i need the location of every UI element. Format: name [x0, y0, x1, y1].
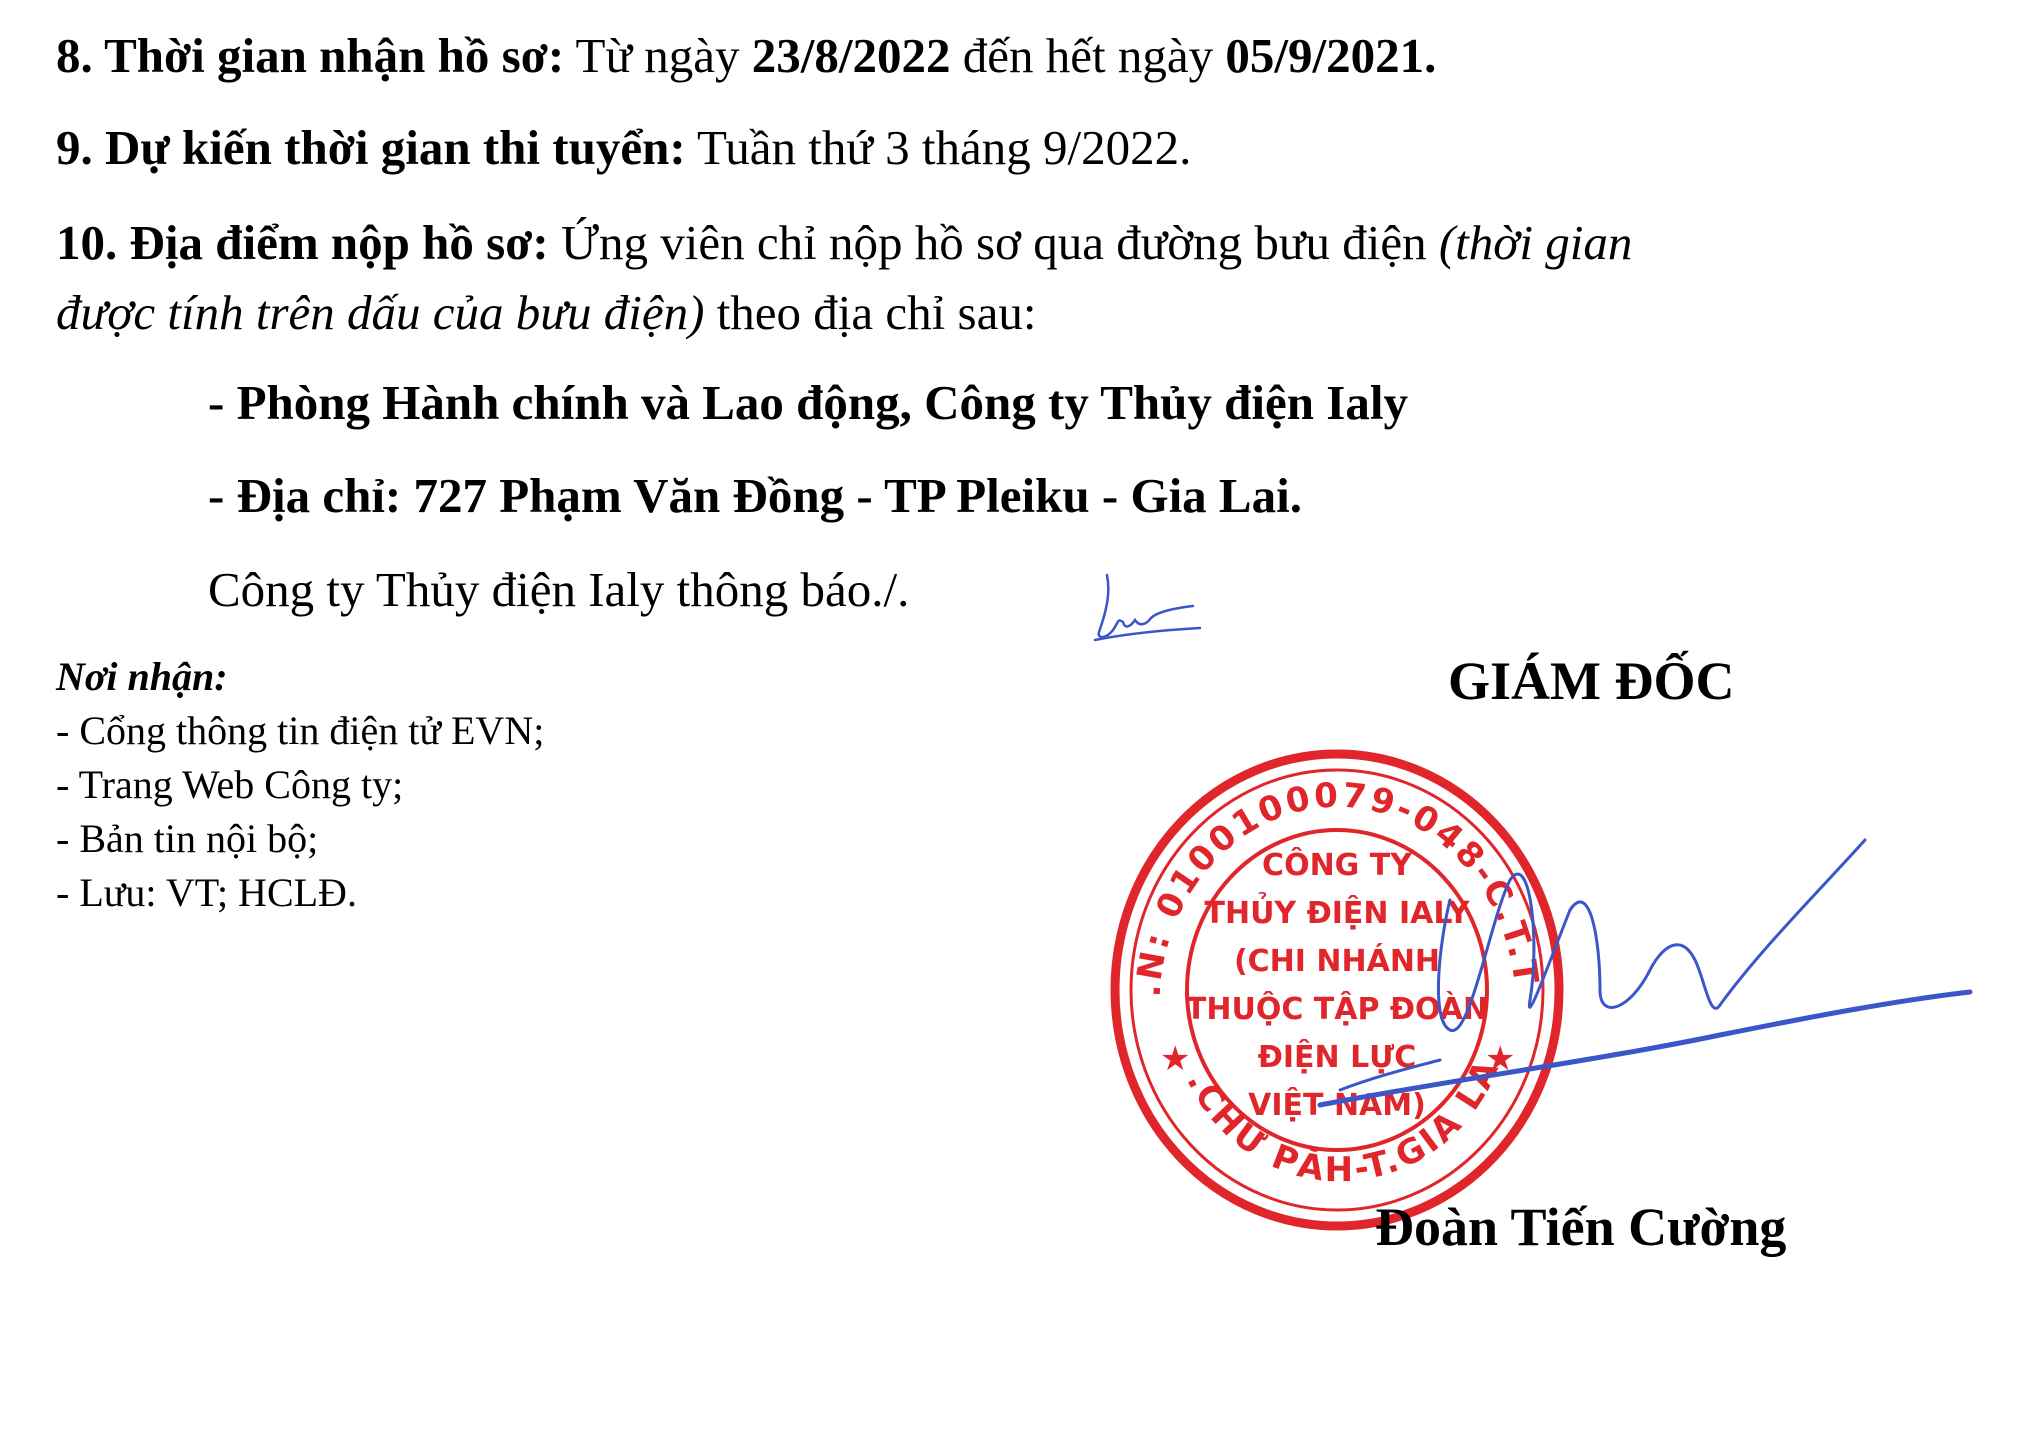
item-10-text: Ứng viên chỉ nộp hồ sơ qua đường bưu điệ… — [548, 215, 1439, 270]
company-seal: M.S.D.N: 0100100079-048-C.T.T.N.H.H H.CH… — [1105, 745, 1564, 1231]
initial-signature — [1093, 573, 1202, 642]
address-department: - Phòng Hành chính và Lao động, Công ty … — [208, 375, 1408, 430]
item-8-text-b: đến hết ngày — [950, 28, 1226, 83]
item-10-text-2: theo địa chỉ sau: — [704, 285, 1037, 340]
item-10-label: 10. Địa điểm nộp hồ sơ: — [56, 215, 549, 270]
item-8-text-a: Từ ngày — [564, 28, 752, 83]
seal-line: (CHI NHÁNH — [1234, 943, 1440, 979]
item-9-text: Tuần thứ 3 tháng 9/2022. — [685, 120, 1192, 175]
recipient-item: - Cổng thông tin điện tử EVN; — [56, 708, 545, 753]
address-location: - Địa chỉ: 727 Phạm Văn Đồng - TP Pleiku… — [208, 468, 1302, 523]
item-10-italic-1: (thời gian — [1438, 215, 1633, 270]
item-8-date-from: 23/8/2022 — [751, 28, 951, 83]
signer-name: Đoàn Tiến Cường — [1375, 1197, 1787, 1257]
item-10-continuation: được tính trên dấu của bưu điện) theo đị… — [56, 283, 1036, 343]
recipient-item: - Trang Web Công ty; — [56, 762, 404, 807]
closing-statement: Công ty Thủy điện Ialy thông báo./. — [208, 562, 910, 617]
item-10-submission-place: 10. Địa điểm nộp hồ sơ: Ứng viên chỉ nộp… — [56, 213, 1632, 273]
item-10-italic-2: được tính trên dấu của bưu điện) — [56, 285, 705, 340]
item-8-label: 8. Thời gian nhận hồ sơ: — [56, 28, 565, 83]
item-8-date-to: 05/9/2021. — [1225, 28, 1437, 83]
recipients-heading: Nơi nhận: — [56, 654, 228, 699]
item-9-exam-time: 9. Dự kiến thời gian thi tuyển: Tuần thứ… — [56, 118, 1191, 178]
signer-title: GIÁM ĐỐC — [1448, 651, 1735, 711]
recipients-block: Nơi nhận: - Cổng thông tin điện tử EVN; … — [56, 650, 544, 920]
seal-line: ĐIỆN LỰC — [1258, 1038, 1417, 1075]
item-8-receive-time: 8. Thời gian nhận hồ sơ: Từ ngày 23/8/20… — [56, 26, 1436, 86]
svg-text:★: ★ — [1160, 1039, 1190, 1079]
recipient-item: - Lưu: VT; HCLĐ. — [56, 870, 357, 915]
item-9-label: 9. Dự kiến thời gian thi tuyển: — [56, 120, 686, 175]
seal-line: THỦY ĐIỆN IALY — [1205, 891, 1471, 931]
seal-line: CÔNG TY — [1262, 846, 1413, 883]
director-signature — [1317, 838, 1973, 1108]
recipient-item: - Bản tin nội bộ; — [56, 816, 319, 861]
